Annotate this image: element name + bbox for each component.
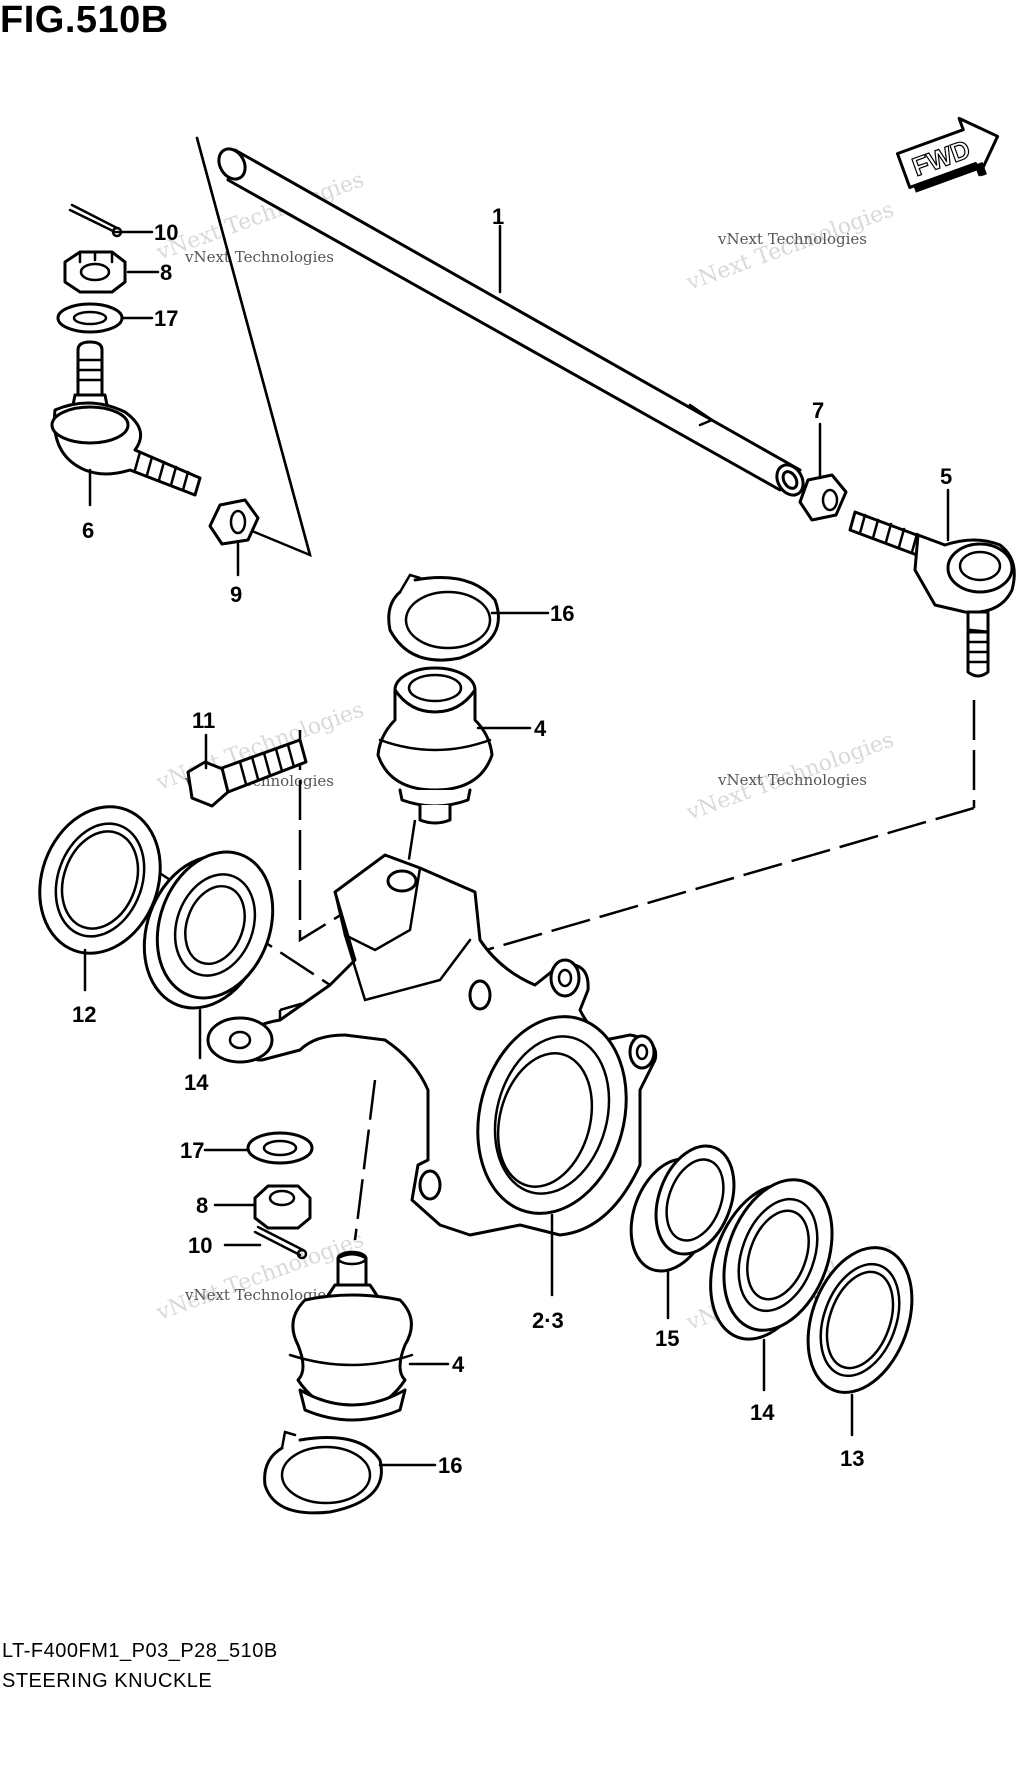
castle-nut-8-bottom (253, 1184, 312, 1230)
callout-8-top: 8 (160, 260, 172, 285)
tie-rod (217, 147, 805, 497)
callout-9: 9 (230, 582, 242, 607)
callout-2-3: 2·3 (532, 1308, 564, 1333)
callout-4-top: 4 (534, 716, 547, 741)
callout-leaders (83, 224, 950, 1467)
watermark-text: vNext Technologies (717, 771, 867, 789)
callout-16-top: 16 (550, 601, 574, 626)
lock-nut-9 (208, 498, 260, 546)
bearing-14-left (142, 850, 275, 1010)
fwd-arrow-icon: FWD (895, 116, 1000, 193)
spacer-15 (629, 1144, 736, 1273)
castle-nut-8-top (63, 250, 127, 294)
callout-15: 15 (655, 1326, 679, 1351)
callout-13: 13 (840, 1446, 864, 1471)
oil-seal-12 (38, 805, 162, 955)
steering-knuckle (206, 853, 658, 1237)
diagram-name: STEERING KNUCKLE (2, 1670, 213, 1692)
lock-nut-7 (798, 473, 848, 522)
callout-14-left: 14 (184, 1070, 209, 1095)
callout-4-bottom: 4 (452, 1352, 465, 1377)
callout-17-bottom: 17 (180, 1138, 204, 1163)
callout-8-bottom: 8 (196, 1193, 208, 1218)
watermark-text: vNext Technologies (184, 248, 334, 266)
callout-14-right: 14 (750, 1400, 775, 1425)
circlip-16-bottom (263, 1430, 383, 1515)
callout-16-bottom: 16 (438, 1453, 462, 1478)
bearing-14-right (709, 1178, 834, 1341)
callout-5: 5 (940, 464, 952, 489)
cotter-pin-10-top (68, 203, 123, 238)
cotter-pin-10-bottom (253, 1225, 308, 1260)
watermark-text: vNext Technologies (717, 230, 867, 248)
callout-6: 6 (82, 518, 94, 543)
callout-10-bottom: 10 (188, 1233, 212, 1258)
bolt-11 (186, 738, 308, 808)
tie-rod-end-5 (848, 510, 1016, 678)
oil-seal-13 (806, 1246, 914, 1394)
callout-labels: 1 5 7 10 8 17 6 9 16 11 4 12 14 17 8 10 … (72, 204, 952, 1478)
washer-17-bottom (246, 1131, 314, 1165)
callout-12: 12 (72, 1002, 96, 1027)
callout-17-top: 17 (154, 306, 178, 331)
diagram-code: LT-F400FM1_P03_P28_510B (2, 1640, 278, 1662)
watermark-text: vNext Technologies (184, 1286, 334, 1304)
callout-11: 11 (192, 708, 215, 733)
circlip-16-top (387, 573, 500, 662)
ball-joint-4-bottom (288, 1250, 414, 1422)
ball-joint-4-top (376, 666, 494, 825)
tie-rod-end-6 (50, 340, 202, 497)
callout-7: 7 (812, 398, 824, 423)
washer-17-top (56, 302, 124, 334)
callout-10-top: 10 (154, 220, 178, 245)
callout-1: 1 (492, 204, 504, 229)
figure-title: FIG.510B (0, 0, 169, 41)
